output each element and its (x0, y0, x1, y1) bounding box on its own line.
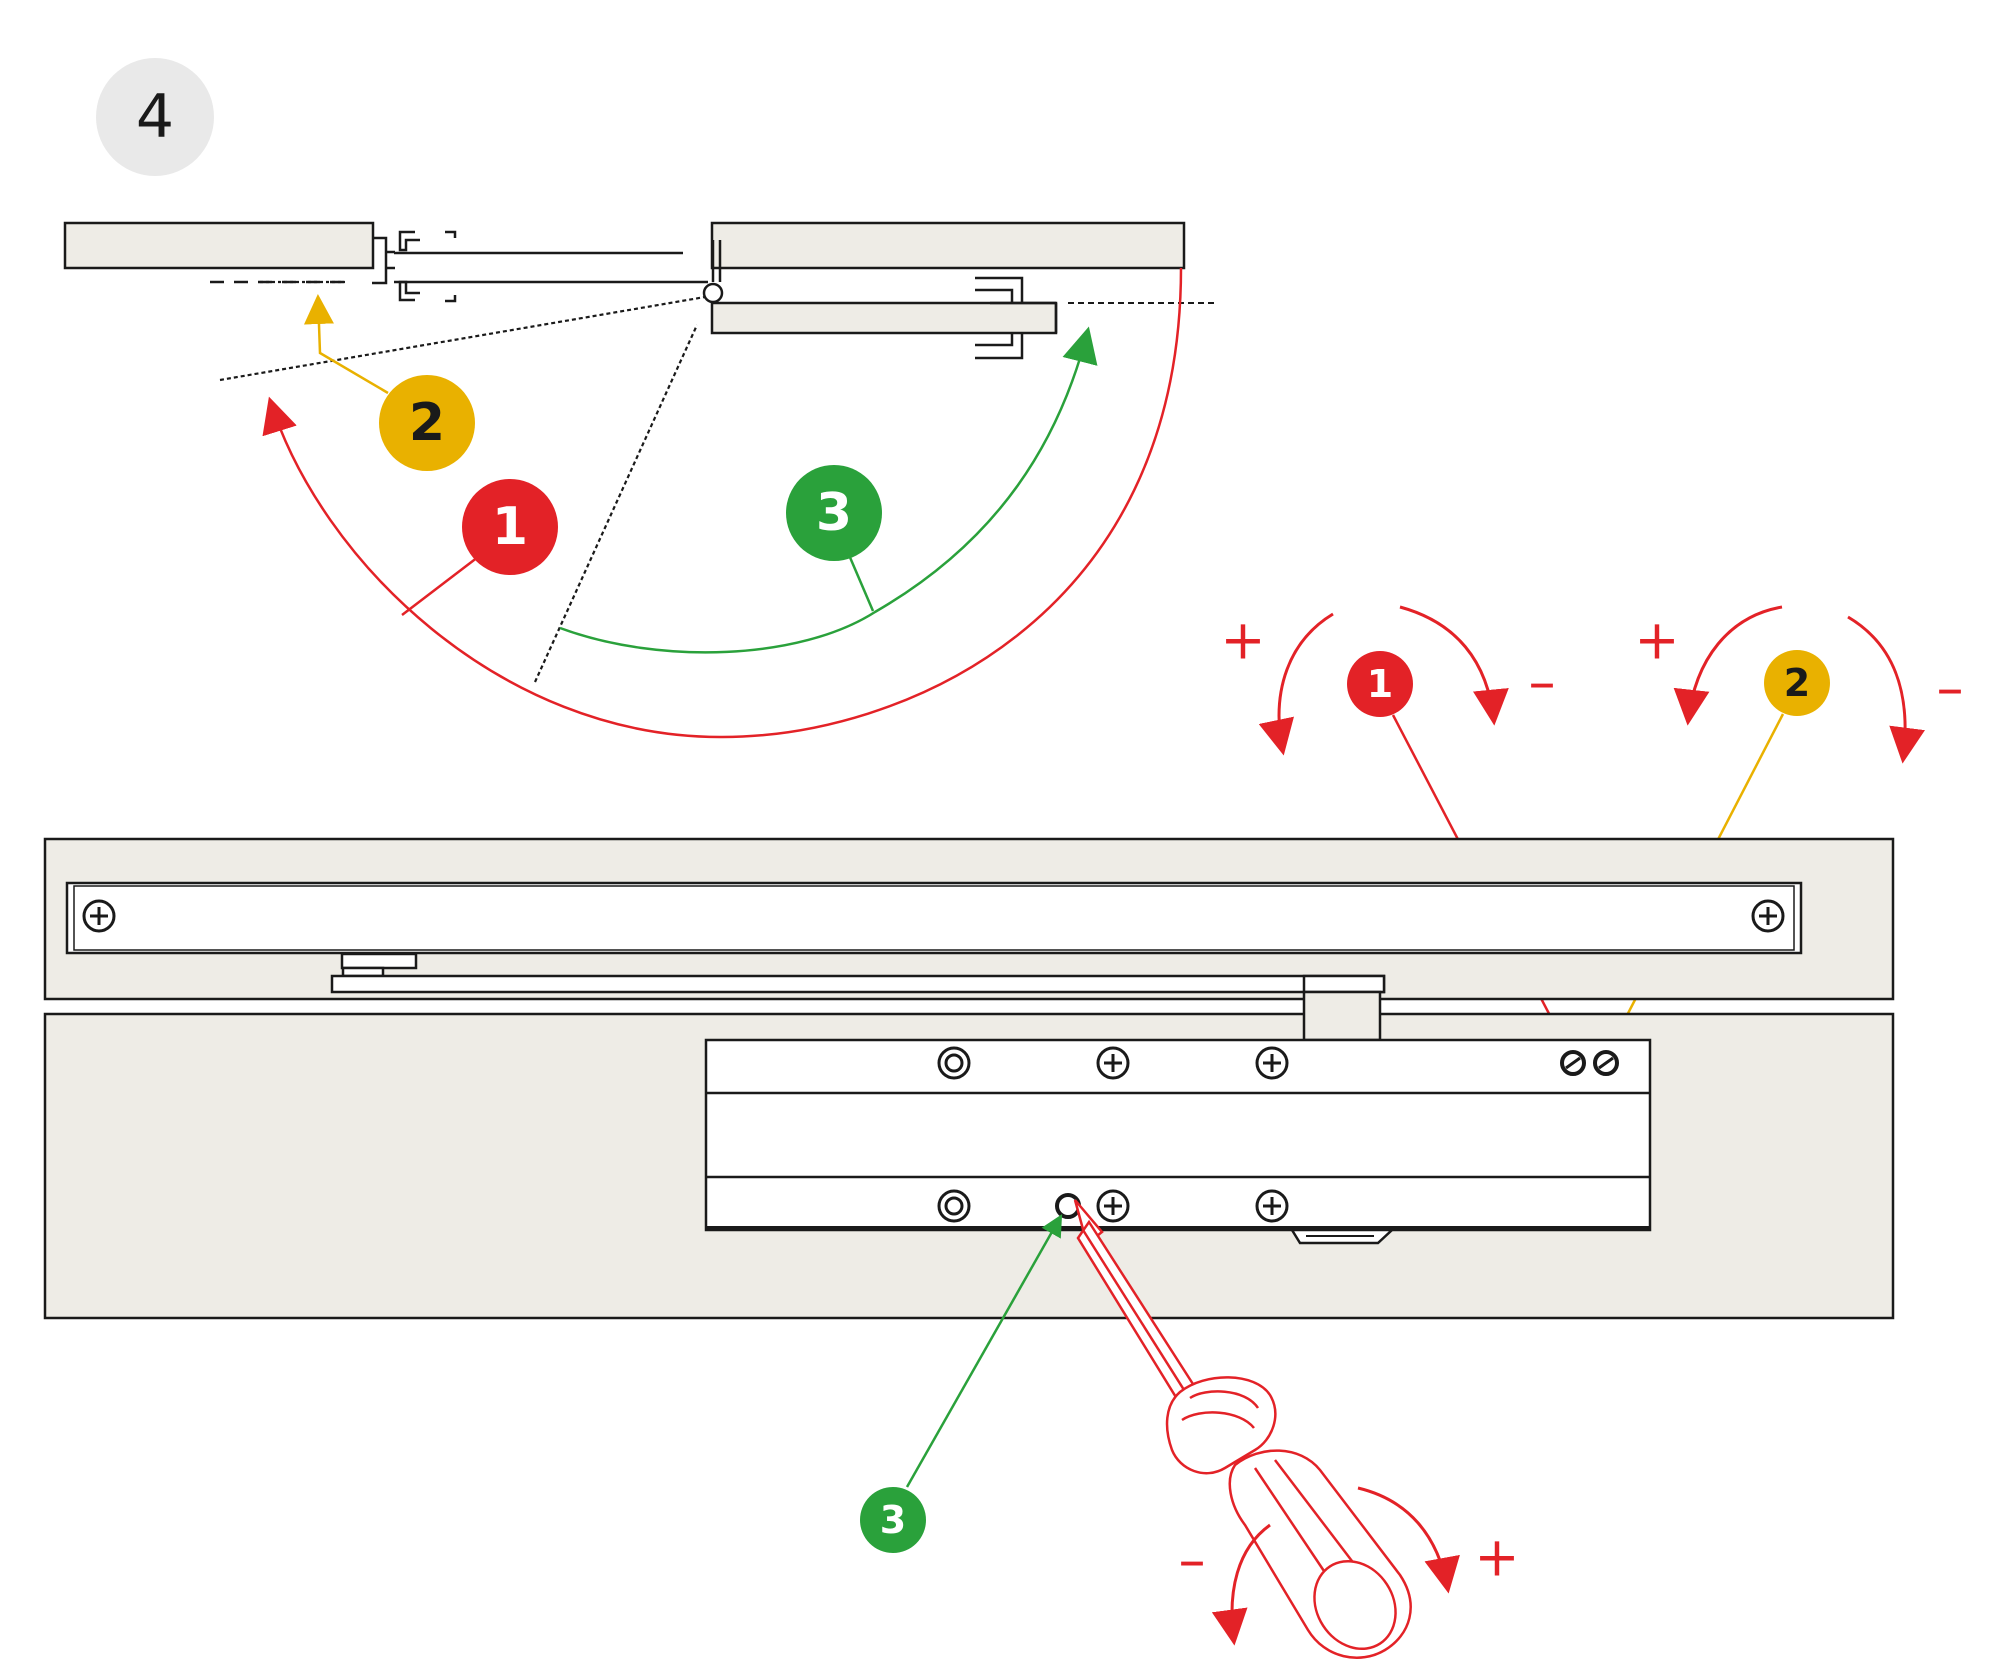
rotate-minus-arrow-3 (1211, 1523, 1271, 1646)
closer-arm (330, 974, 1386, 994)
closing-speed-arc (262, 267, 1183, 739)
plan-view (63, 221, 1215, 683)
valve-3-minus: – (1179, 1529, 1206, 1592)
valve-1-plus: + (1220, 609, 1265, 672)
door-leaf-open (710, 301, 1058, 335)
backcheck-arc (559, 326, 1098, 654)
closer-body (704, 1038, 1652, 1232)
step-number: 4 (135, 82, 175, 152)
rail-screw-right (1751, 899, 1785, 933)
closer-screw-bottom-1 (1096, 1189, 1130, 1223)
valve-3-plus: + (1474, 1526, 1519, 1589)
step-number-badge: 4 (96, 58, 214, 176)
closer-cap-top-left (937, 1046, 971, 1080)
valve-1-rotation: + – 1 (1220, 605, 1556, 756)
callout-valve-3: 3 (860, 1487, 926, 1553)
rail-screw-left (82, 899, 116, 933)
closing-speed-leader (401, 556, 479, 616)
svg-text:2: 2 (409, 393, 445, 453)
valve-3-leader (905, 1214, 1063, 1488)
svg-text:1: 1 (492, 497, 528, 557)
closer-screw-top-2 (1255, 1046, 1289, 1080)
callout-closing-speed: 1 (462, 479, 558, 575)
svg-text:2: 2 (1784, 661, 1810, 705)
valve-1-minus: – (1529, 651, 1556, 714)
hinge-pivot (702, 282, 724, 304)
closer-screw-top-1 (1096, 1046, 1130, 1080)
valve-2-rotation: + – 2 (1634, 605, 1964, 764)
valve-2-plus: + (1634, 609, 1679, 672)
latching-speed-valve[interactable] (1593, 1050, 1619, 1076)
closer-cap-bottom-left (937, 1189, 971, 1223)
closer-screw-bottom-2 (1255, 1189, 1289, 1223)
rotate-plus-arrow-3 (1357, 1486, 1460, 1594)
rotate-minus-arrow-2 (1847, 615, 1925, 764)
callout-latching-speed: 2 (379, 375, 475, 471)
rotate-plus-arrow-2 (1673, 605, 1783, 726)
valve-3-rotation: – + (1179, 1486, 1520, 1646)
front-view (43, 837, 1895, 1320)
svg-text:1: 1 (1367, 662, 1393, 706)
door-leaf-left (63, 221, 375, 270)
valve-2-minus: – (1937, 657, 1964, 720)
screwdriver-icon (1073, 1199, 1412, 1659)
callout-backcheck: 3 (786, 465, 882, 561)
door-leaf-right (710, 221, 1186, 270)
backcheck-leader (844, 547, 875, 612)
closing-speed-valve[interactable] (1560, 1050, 1586, 1076)
svg-text:3: 3 (816, 483, 852, 543)
rotate-minus-arrow-1 (1399, 605, 1509, 726)
slide-rail (65, 881, 1803, 955)
svg-text:3: 3 (880, 1498, 906, 1542)
rotate-plus-arrow-1 (1258, 612, 1334, 756)
latching-speed-leader (303, 294, 389, 395)
